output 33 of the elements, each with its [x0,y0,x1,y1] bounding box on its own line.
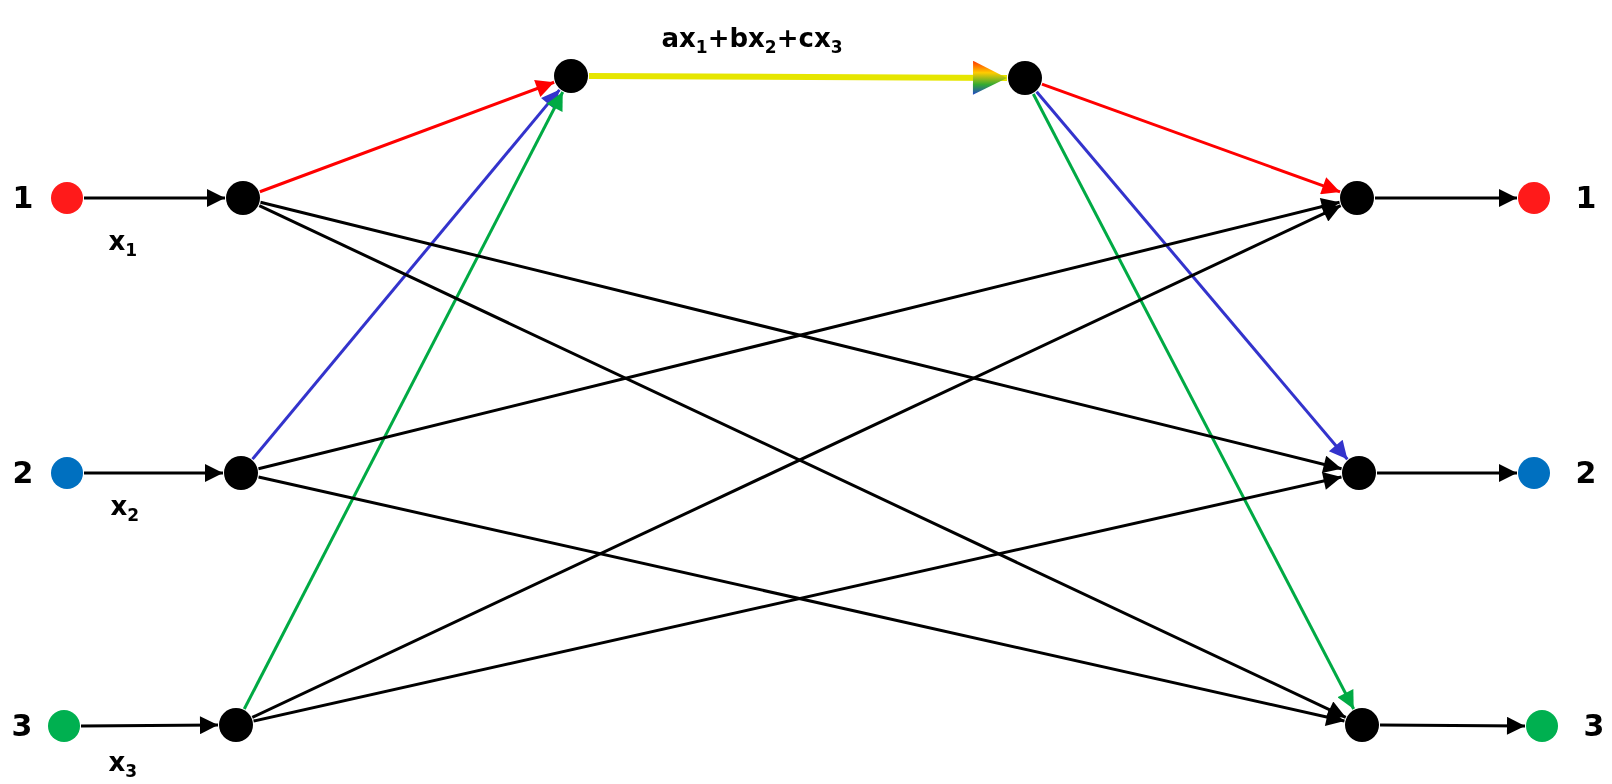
dot [554,59,588,93]
dot [1340,181,1374,215]
node-number: 1 [11,181,35,215]
dot [219,708,253,742]
dot [1526,710,1558,742]
arrow [84,464,223,482]
arrow [1035,90,1349,461]
node-number: 2 [11,456,35,490]
node-number: 1 [1574,181,1598,215]
arrow [259,80,555,194]
dot [1518,457,1550,489]
arrow [1380,716,1525,735]
dot [226,181,260,215]
arrow [1377,464,1517,482]
dot [51,457,83,489]
dot [48,710,80,742]
dot [1008,61,1042,95]
arrow [84,189,225,207]
node-number: 3 [10,709,34,743]
dot [1518,182,1550,214]
thick-arrow [589,60,1007,95]
arrow [1032,93,1355,710]
arrow [251,88,561,461]
node-number: 3 [1582,709,1606,743]
dot [224,456,258,490]
node-number: 2 [1574,456,1598,490]
dot [51,182,83,214]
arrow [81,716,218,735]
arrow [1375,189,1517,207]
dot [1342,456,1376,490]
arrow [242,91,565,710]
dot [1345,708,1379,742]
arrow [1041,82,1341,195]
